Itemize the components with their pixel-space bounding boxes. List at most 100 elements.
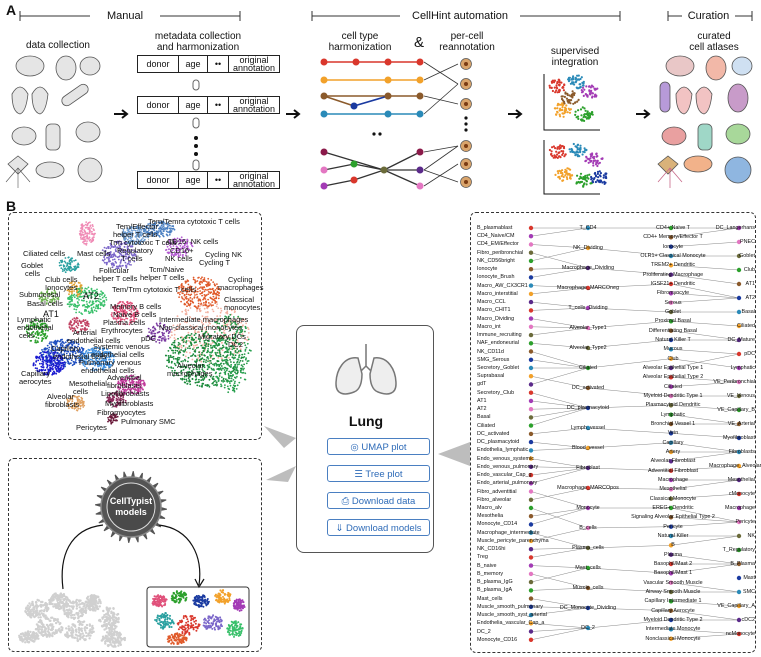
- scatter-point: [102, 357, 104, 360]
- scatter-point: [196, 293, 198, 296]
- scatter-point: [105, 299, 108, 301]
- scatter-point: [132, 387, 134, 390]
- scatter-point: [73, 283, 75, 286]
- scatter-point: [83, 291, 85, 294]
- scatter-point: [111, 256, 113, 259]
- scatter-point: [205, 304, 208, 307]
- scatter-point: [182, 338, 185, 341]
- scatter-point: [182, 289, 185, 292]
- scatter-point: [133, 260, 136, 263]
- scatter-point: [68, 358, 70, 360]
- scatter-point: [98, 599, 101, 602]
- scatter-point: [184, 242, 187, 245]
- scatter-point: [84, 287, 87, 290]
- scatter-point: [93, 349, 96, 351]
- scatter-point: [102, 305, 105, 308]
- scatter-point: [209, 283, 211, 285]
- scatter-point: [128, 302, 131, 304]
- scatter-point: [214, 372, 217, 375]
- scatter-point: [210, 362, 213, 365]
- scatter-point: [563, 155, 566, 158]
- scatter-point: [200, 277, 202, 280]
- scatter-point: [168, 227, 171, 230]
- scatter-point: [205, 294, 208, 296]
- scatter-point: [596, 155, 599, 158]
- scatter-point: [125, 380, 127, 382]
- scatter-point: [112, 254, 115, 256]
- scatter-point: [171, 227, 174, 230]
- scatter-point: [230, 377, 233, 380]
- scatter-point: [68, 407, 70, 409]
- scatter-point: [58, 355, 61, 357]
- scatter-point: [577, 117, 580, 120]
- scatter-point: [49, 356, 52, 359]
- scatter-point: [168, 233, 171, 236]
- scatter-point: [243, 363, 246, 366]
- scatter-point: [117, 380, 120, 383]
- scatter-point: [561, 112, 564, 115]
- scatter-point: [82, 299, 85, 302]
- scatter-point: [138, 236, 141, 239]
- scatter-point: [212, 310, 215, 313]
- scatter-point: [98, 362, 100, 364]
- scatter-point: [574, 76, 577, 79]
- scatter-point: [216, 383, 219, 386]
- scatter-point: [104, 361, 107, 363]
- scatter-point: [563, 84, 566, 87]
- scatter-point: [57, 362, 60, 365]
- scatter-point: [110, 246, 113, 248]
- scatter-point: [108, 396, 111, 399]
- scatter-point: [216, 303, 219, 306]
- scatter-point: [213, 384, 215, 386]
- scatter-point: [106, 256, 108, 259]
- scatter-point: [205, 343, 208, 345]
- scatter-point: [151, 224, 154, 226]
- scatter-point: [141, 241, 144, 243]
- scatter-point: [182, 245, 184, 248]
- scatter-point: [115, 310, 118, 312]
- scatter-point: [183, 378, 186, 381]
- scatter-point: [108, 356, 111, 359]
- scatter-point: [120, 398, 123, 400]
- scatter-point: [602, 176, 605, 179]
- scatter-point: [111, 397, 114, 400]
- scatter-point: [72, 287, 75, 289]
- scatter-point: [207, 360, 209, 363]
- scatter-point: [130, 264, 132, 266]
- scatter-point: [86, 237, 88, 240]
- scatter-point: [72, 304, 75, 307]
- scatter-point: [146, 234, 149, 236]
- scatter-point: [138, 226, 141, 229]
- scatter-point: [105, 354, 108, 357]
- scatter-point: [201, 294, 204, 297]
- scatter-point: [237, 350, 240, 353]
- scatter-point: [43, 333, 46, 336]
- scatter-point: [46, 299, 49, 302]
- scatter-point: [77, 345, 79, 348]
- scatter-point: [198, 381, 201, 383]
- scatter-point: [117, 310, 120, 313]
- scatter-point: [217, 377, 219, 380]
- organs-gray-illustration: [5, 55, 103, 188]
- scatter-point: [214, 297, 216, 300]
- scatter-point: [220, 309, 223, 312]
- scatter-point: [50, 343, 53, 346]
- scatter-point: [86, 352, 89, 355]
- scatter-point: [553, 154, 556, 157]
- scatter-point: [54, 342, 56, 345]
- scatter-point: [202, 279, 205, 281]
- scatter-point: [149, 225, 152, 227]
- scatter-point: [69, 328, 72, 331]
- scatter-point: [117, 265, 119, 268]
- scatter-point: [125, 265, 128, 267]
- scatter-point: [576, 144, 579, 147]
- scatter-point: [578, 83, 581, 86]
- scatter-point: [77, 407, 80, 410]
- scatter-point: [555, 150, 558, 153]
- scatter-point: [98, 365, 101, 367]
- scatter-point: [59, 259, 62, 262]
- scatter-point: [216, 291, 219, 294]
- scatter-point: [187, 334, 190, 336]
- scatter-point: [583, 177, 586, 180]
- scatter-point: [129, 232, 132, 235]
